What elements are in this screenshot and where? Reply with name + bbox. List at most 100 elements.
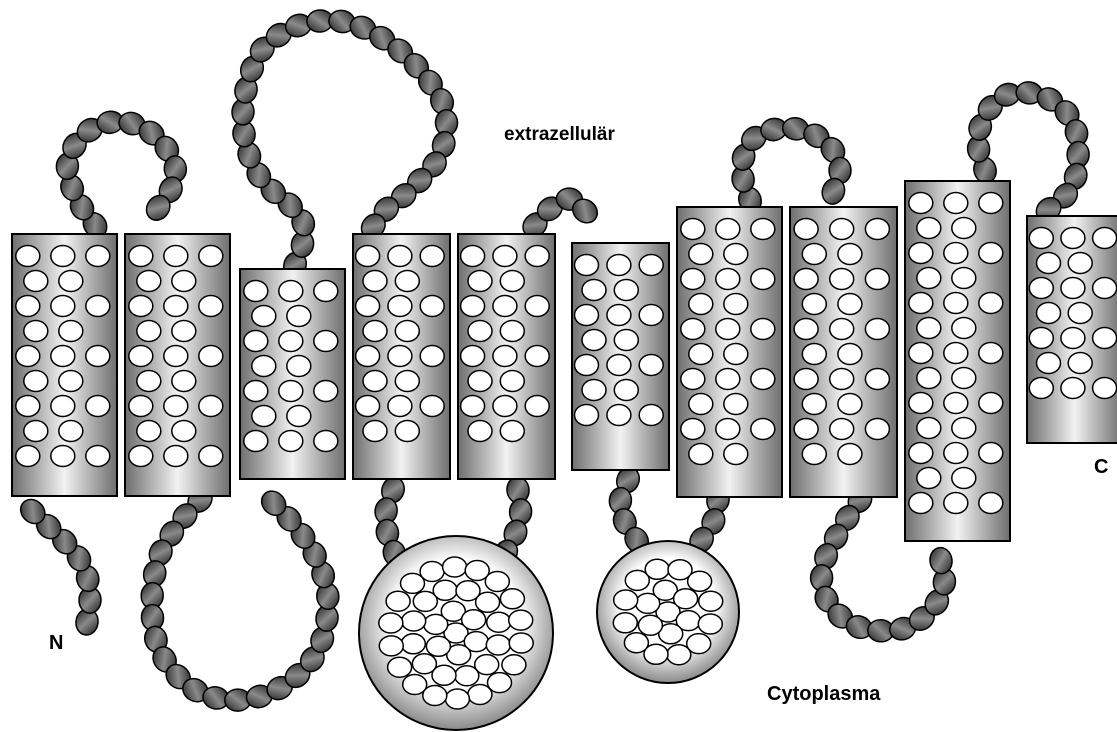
- helix-residue: [1061, 378, 1085, 399]
- domain-residue: [698, 614, 722, 634]
- helix-residue: [689, 394, 713, 415]
- helix-residue: [164, 246, 188, 267]
- helix-residue: [172, 421, 196, 442]
- helix-residue: [461, 396, 485, 417]
- helix-residue: [468, 271, 492, 292]
- helix-residue: [917, 318, 941, 339]
- cytoplasm-label: Cytoplasma: [767, 683, 880, 706]
- helix-residue: [865, 269, 889, 290]
- domain-residue: [502, 655, 526, 675]
- helix-residue: [252, 306, 276, 327]
- helix-residue: [461, 246, 485, 267]
- helix-residue: [830, 319, 854, 340]
- helix-residue: [614, 330, 638, 351]
- helix-residue: [388, 246, 412, 267]
- helix-residue: [244, 281, 268, 302]
- helix-residue: [575, 305, 599, 326]
- helix-residue: [909, 343, 933, 364]
- helix-residue: [59, 271, 83, 292]
- transmembrane-helix-9: [905, 181, 1010, 541]
- helix-residue: [865, 369, 889, 390]
- helix-residue: [838, 394, 862, 415]
- helix-residue: [363, 371, 387, 392]
- domain-residue: [624, 633, 648, 653]
- helix-residue: [952, 368, 976, 389]
- helix-residue: [952, 318, 976, 339]
- domain-residue: [488, 673, 512, 693]
- domain-residue: [614, 590, 638, 610]
- helix-residue: [614, 380, 638, 401]
- domain-residue: [688, 571, 712, 591]
- helix-residue: [244, 381, 268, 402]
- domains-layer: [359, 536, 739, 730]
- helix-residue: [172, 271, 196, 292]
- helix-residue: [909, 293, 933, 314]
- helix-residue: [16, 446, 40, 467]
- helix-residue: [164, 446, 188, 467]
- helix-residue: [314, 281, 338, 302]
- helix-residue: [716, 419, 740, 440]
- helix-residue: [420, 396, 444, 417]
- helix-residue: [1093, 228, 1117, 249]
- helix-residue: [51, 396, 75, 417]
- helix-residue: [86, 396, 110, 417]
- helix-residue: [199, 246, 223, 267]
- helix-residue: [979, 243, 1003, 264]
- domain-residue: [379, 613, 403, 633]
- helix-residue: [1029, 278, 1053, 299]
- helices-layer: [12, 181, 1117, 541]
- extracellular-loop-4: [730, 116, 851, 216]
- helix-residue: [1093, 278, 1117, 299]
- helix-residue: [979, 493, 1003, 514]
- helix-residue: [802, 294, 826, 315]
- helix-residue: [164, 396, 188, 417]
- helix-residue: [802, 444, 826, 465]
- helix-residue: [716, 369, 740, 390]
- helix-residue: [500, 271, 524, 292]
- helix-residue: [909, 493, 933, 514]
- helix-residue: [681, 269, 705, 290]
- c-terminus-label: C: [1094, 456, 1108, 479]
- helix-residue: [252, 406, 276, 427]
- helix-residue: [287, 356, 311, 377]
- helix-residue: [461, 296, 485, 317]
- helix-residue: [287, 306, 311, 327]
- helix-residue: [607, 255, 631, 276]
- helix-residue: [51, 346, 75, 367]
- domain-residue: [379, 636, 403, 656]
- helix-residue: [802, 244, 826, 265]
- helix-residue: [16, 296, 40, 317]
- helix-residue: [164, 296, 188, 317]
- helix-residue: [525, 346, 549, 367]
- helix-residue: [838, 294, 862, 315]
- helix-residue: [681, 219, 705, 240]
- helix-residue: [944, 443, 968, 464]
- helix-residue: [1061, 278, 1085, 299]
- helix-residue: [395, 371, 419, 392]
- helix-residue: [724, 394, 748, 415]
- helix-residue: [575, 355, 599, 376]
- helix-residue: [86, 446, 110, 467]
- transmembrane-helix-10: [1027, 216, 1117, 443]
- helix-residue: [395, 271, 419, 292]
- helix-residue: [689, 444, 713, 465]
- helix-residue: [420, 246, 444, 267]
- helix-residue: [794, 319, 818, 340]
- helix-residue: [716, 319, 740, 340]
- helix-residue: [287, 406, 311, 427]
- helix-residue: [388, 346, 412, 367]
- helix-residue: [137, 271, 161, 292]
- helix-residue: [1068, 303, 1092, 324]
- helix-residue: [129, 396, 153, 417]
- helix-residue: [724, 444, 748, 465]
- helix-residue: [909, 443, 933, 464]
- helix-residue: [838, 444, 862, 465]
- helix-residue: [59, 371, 83, 392]
- domain-residue: [462, 610, 486, 630]
- helix-residue: [388, 396, 412, 417]
- helix-residue: [16, 246, 40, 267]
- helix-residue: [724, 244, 748, 265]
- domain-residue: [667, 645, 691, 665]
- domain-residue: [386, 591, 410, 611]
- helix-residue: [363, 421, 387, 442]
